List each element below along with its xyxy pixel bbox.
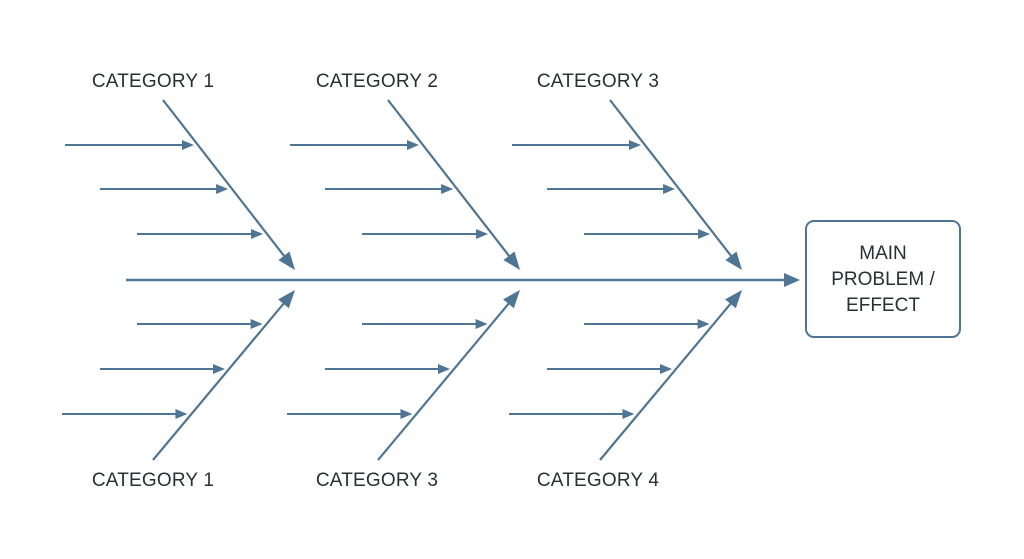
effect-line-3: EFFECT — [846, 295, 920, 316]
bottom-2-cause-2-arrowhead — [438, 364, 451, 374]
bottom-3-cause-3-arrowhead — [622, 409, 635, 419]
top-bone-3-arrowhead — [725, 251, 742, 270]
bottom-bone-3-arrowhead — [725, 290, 742, 309]
effect-line-2: PROBLEM / — [831, 269, 935, 290]
top-3-cause-1-arrowhead — [628, 140, 641, 150]
bottom-category-2-label: CATEGORY 3 — [316, 470, 438, 491]
top-bone-2-arrowhead — [503, 251, 520, 270]
bones-layer — [62, 99, 800, 461]
top-2-cause-3-arrowhead — [476, 229, 489, 239]
top-category-3-label: CATEGORY 3 — [537, 71, 659, 92]
bottom-3-cause-2-arrowhead — [660, 364, 673, 374]
bottom-category-3-label: CATEGORY 4 — [537, 470, 660, 491]
top-category-1-label: CATEGORY 1 — [92, 71, 214, 92]
bottom-bone-1-arrowhead — [278, 290, 295, 309]
top-category-2-label: CATEGORY 2 — [316, 71, 438, 92]
top-bone-3 — [609, 99, 737, 263]
top-1-cause-2-arrowhead — [216, 184, 229, 194]
top-2-cause-1-arrowhead — [406, 140, 419, 150]
top-bone-2 — [387, 99, 515, 263]
top-bone-1-arrowhead — [278, 251, 295, 270]
top-3-cause-2-arrowhead — [663, 184, 676, 194]
effect-box — [805, 220, 961, 338]
effect-line-1: MAIN — [859, 243, 907, 264]
bottom-bone-3 — [599, 296, 737, 461]
bottom-1-cause-2-arrowhead — [213, 364, 226, 374]
bottom-bone-2 — [377, 296, 515, 461]
bottom-3-cause-1-arrowhead — [697, 319, 710, 329]
top-1-cause-1-arrowhead — [181, 140, 194, 150]
bottom-category-1-label: CATEGORY 1 — [92, 470, 214, 491]
bottom-1-cause-3-arrowhead — [175, 409, 188, 419]
spine-arrowhead — [784, 273, 800, 287]
effect-node: MAIN PROBLEM / EFFECT — [805, 220, 961, 338]
top-2-cause-2-arrowhead — [441, 184, 454, 194]
bottom-bone-1 — [152, 296, 290, 461]
top-bone-1 — [162, 99, 290, 263]
top-3-cause-3-arrowhead — [698, 229, 711, 239]
bottom-2-cause-3-arrowhead — [400, 409, 413, 419]
bottom-2-cause-1-arrowhead — [475, 319, 488, 329]
top-1-cause-3-arrowhead — [251, 229, 264, 239]
bottom-1-cause-1-arrowhead — [250, 319, 263, 329]
bottom-bone-2-arrowhead — [503, 290, 520, 309]
